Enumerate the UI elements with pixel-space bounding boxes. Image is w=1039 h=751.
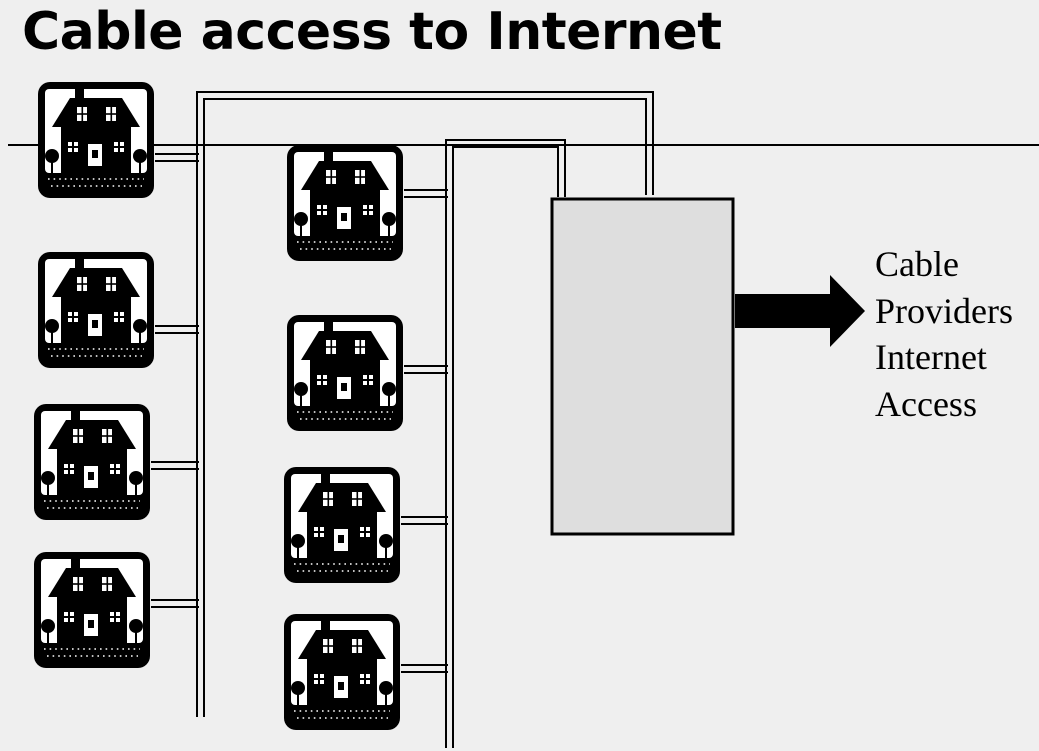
- caption-line: Providers: [875, 290, 1013, 331]
- cable-trunk-middle: [445, 139, 566, 748]
- provider-caption: Cable Providers Internet Access: [875, 241, 1035, 427]
- house-icon: [286, 144, 404, 262]
- caption-line: Cable: [875, 244, 959, 284]
- house-icon: [37, 251, 155, 369]
- drop-cables-left: [151, 153, 199, 608]
- house-icon: [286, 314, 404, 432]
- caption-line: Access: [875, 383, 977, 424]
- caption-line: Internet: [875, 337, 987, 377]
- drop-cables-middle: [401, 189, 448, 673]
- arrow-right-icon: [735, 275, 865, 347]
- slide-title: Cable access to Internet: [22, 2, 722, 62]
- house-icon: [283, 466, 401, 584]
- house-icon: [33, 551, 151, 669]
- house-icon: [283, 613, 401, 731]
- cable-head-end-box: [550, 197, 735, 536]
- house-icon: [33, 403, 151, 521]
- cable-trunk-left: [196, 91, 654, 717]
- house-icon: [37, 81, 155, 199]
